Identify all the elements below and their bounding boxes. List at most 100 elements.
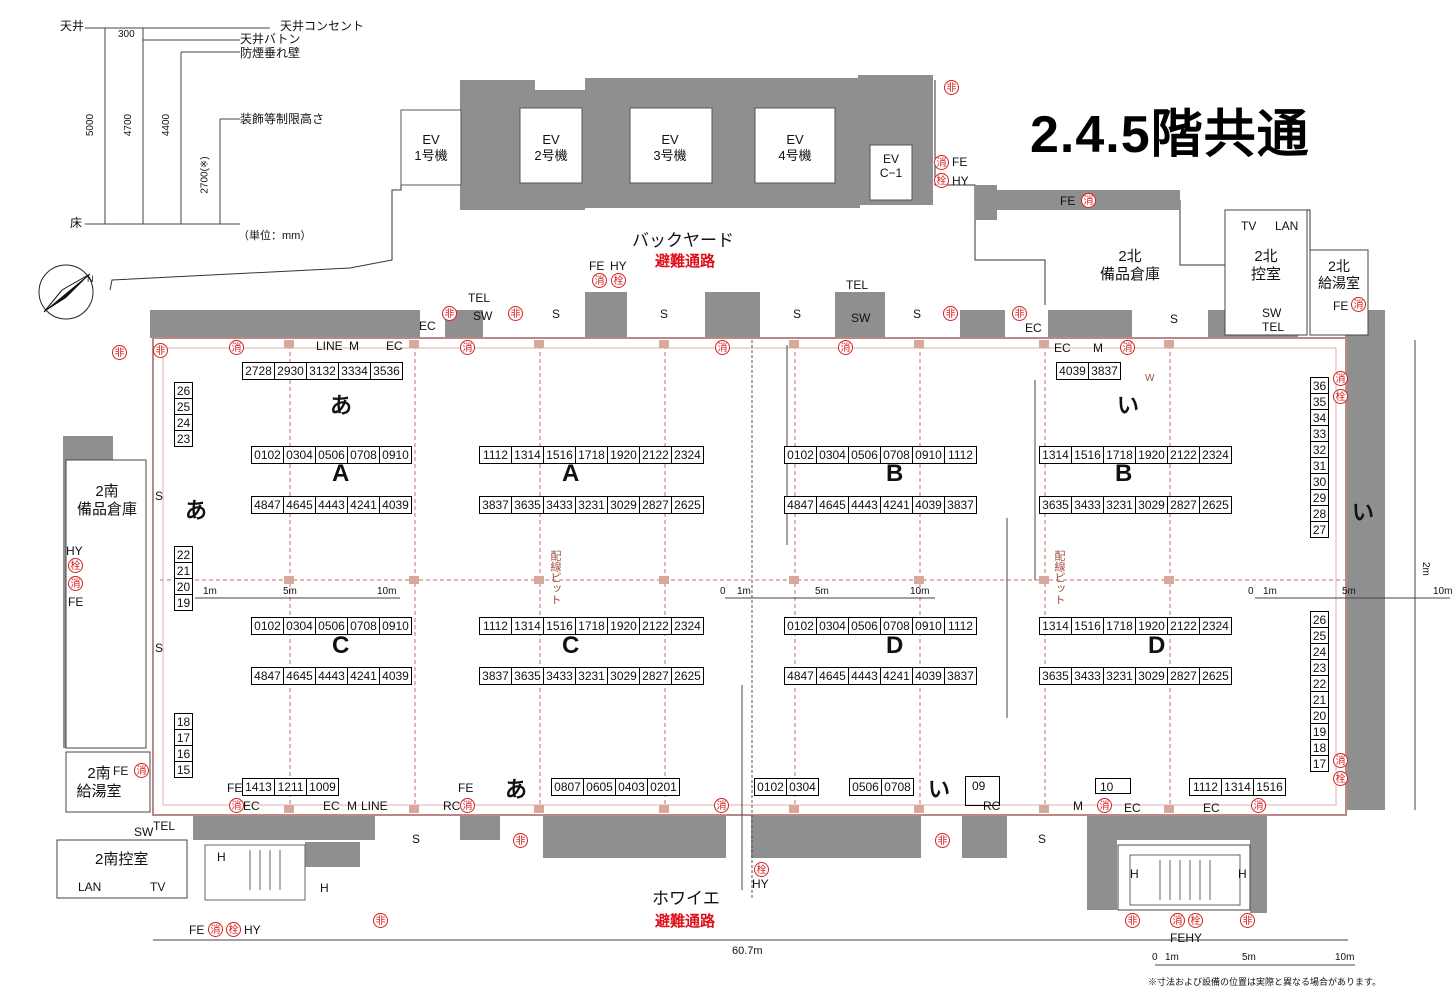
booth-cell: 4241 xyxy=(347,667,380,685)
scale-10m: 10m xyxy=(910,586,930,597)
booth-cell: 19 xyxy=(1310,723,1329,740)
sw-label: SW xyxy=(134,825,154,839)
booth-cell: 29 xyxy=(1310,489,1329,506)
hydrant-icon: 栓 xyxy=(1188,913,1203,928)
lan-label: LAN xyxy=(1275,219,1299,233)
booth-cell: 34 xyxy=(1310,409,1329,426)
booth-cell: 0708 xyxy=(347,617,380,635)
hy-label: HY xyxy=(244,923,261,937)
fe-label: FE xyxy=(458,781,474,795)
booth-cell: 1314 xyxy=(1221,778,1254,796)
booth-cell: 2827 xyxy=(639,496,672,514)
booth-cell: 0304 xyxy=(816,446,849,464)
booth-cell: 4847 xyxy=(784,496,817,514)
booth-cell: 2827 xyxy=(639,667,672,685)
hy-label: HY xyxy=(610,259,627,273)
extinguisher-icon: 消 xyxy=(1081,193,1096,208)
booth-cell: 32 xyxy=(1310,441,1329,458)
booth-cell: 0910 xyxy=(912,617,945,635)
booth-cell: 0807 xyxy=(551,778,584,796)
m-label: M xyxy=(1073,799,1083,813)
north-kitchen-label: 2北 給湯室 xyxy=(1318,258,1360,291)
booth-cell: 3635 xyxy=(1039,667,1072,685)
booth-cell: 2827 xyxy=(1167,496,1200,514)
zone-ah-top: あ xyxy=(330,393,353,418)
backyard-label: バックヤード xyxy=(632,231,734,250)
extinguisher-icon: 消 xyxy=(229,340,244,355)
s-label: S xyxy=(913,307,922,321)
tel-label: TEL xyxy=(468,291,491,305)
booth-cell: 1920 xyxy=(607,617,640,635)
booth-cell: 1211 xyxy=(274,778,307,796)
booth-cell: 0102 xyxy=(754,778,787,796)
booth-cell: 0506 xyxy=(315,617,348,635)
line-label: LINE xyxy=(361,799,388,813)
south-kitchen-label: 2南 給湯室 xyxy=(76,765,122,800)
hy-label: HY xyxy=(952,174,969,188)
zone-d-right: D xyxy=(1148,632,1166,659)
height-floor-label: 床 xyxy=(70,216,83,230)
booth-10: 10 xyxy=(1095,778,1131,794)
scale-5m: 5m xyxy=(283,586,297,597)
emergency-exit-icon: 非 xyxy=(153,343,168,358)
booth-cell: 3635 xyxy=(511,667,544,685)
booth-cell: 24 xyxy=(174,414,193,431)
sw-label: SW xyxy=(1262,306,1282,320)
booth-cell: 4039 xyxy=(912,667,945,685)
booth-cell: 0304 xyxy=(283,617,316,635)
fe-label: FE xyxy=(952,155,968,169)
booth-cell: 0506 xyxy=(848,446,881,464)
booth-cell: 16 xyxy=(174,745,193,762)
emergency-exit-icon: 非 xyxy=(1012,306,1027,321)
booth-cell: 31 xyxy=(1310,457,1329,474)
booth-cell: 19 xyxy=(174,594,193,611)
booth-cell: 3837 xyxy=(1088,362,1121,380)
booth-cell: 25 xyxy=(174,398,193,415)
booth-cell: 24 xyxy=(1310,643,1329,660)
extinguisher-icon: 消 xyxy=(714,798,729,813)
rc-label: RC xyxy=(443,799,461,813)
booth-cell: 20 xyxy=(174,578,193,595)
extinguisher-icon: 消 xyxy=(715,340,730,355)
booth-cell: 0708 xyxy=(881,778,914,796)
hydrant-icon: 栓 xyxy=(1333,389,1348,404)
hydrant-icon: 栓 xyxy=(611,273,626,288)
sw-label: SW xyxy=(473,309,493,323)
m-label: M xyxy=(349,339,359,353)
extinguisher-icon: 消 xyxy=(229,798,244,813)
booth-cell: 4443 xyxy=(315,667,348,685)
booth-cell: 1516 xyxy=(543,617,576,635)
scale-5m: 5m xyxy=(1242,952,1256,963)
extinguisher-icon: 消 xyxy=(1333,753,1348,768)
s-label: S xyxy=(552,307,561,321)
south-storage-label: 2南 備品倉庫 xyxy=(76,483,137,518)
booth-cell: 2324 xyxy=(671,446,704,464)
hy-label: HY xyxy=(66,544,83,558)
scale-0: 0 xyxy=(1248,586,1254,597)
booth-cell: 1920 xyxy=(607,446,640,464)
s-label: S xyxy=(155,489,164,503)
booth-cell: 1112 xyxy=(479,446,512,464)
scale-1m: 1m xyxy=(1165,952,1179,963)
foyer-label: ホワイエ xyxy=(652,889,720,908)
booth-cell: 3536 xyxy=(370,362,403,380)
zone-c-left: C xyxy=(332,632,350,659)
booth-cell: 3635 xyxy=(1039,496,1072,514)
north-control-label: 2北 控室 xyxy=(1250,248,1281,283)
ec-label: EC xyxy=(323,799,340,813)
booth-cell: 4645 xyxy=(816,496,849,514)
extinguisher-icon: 消 xyxy=(1170,913,1185,928)
extinguisher-icon: 消 xyxy=(460,340,475,355)
extinguisher-icon: 消 xyxy=(1120,340,1135,355)
booth-cell: 3837 xyxy=(479,667,512,685)
booth-cell: 1718 xyxy=(575,446,608,464)
